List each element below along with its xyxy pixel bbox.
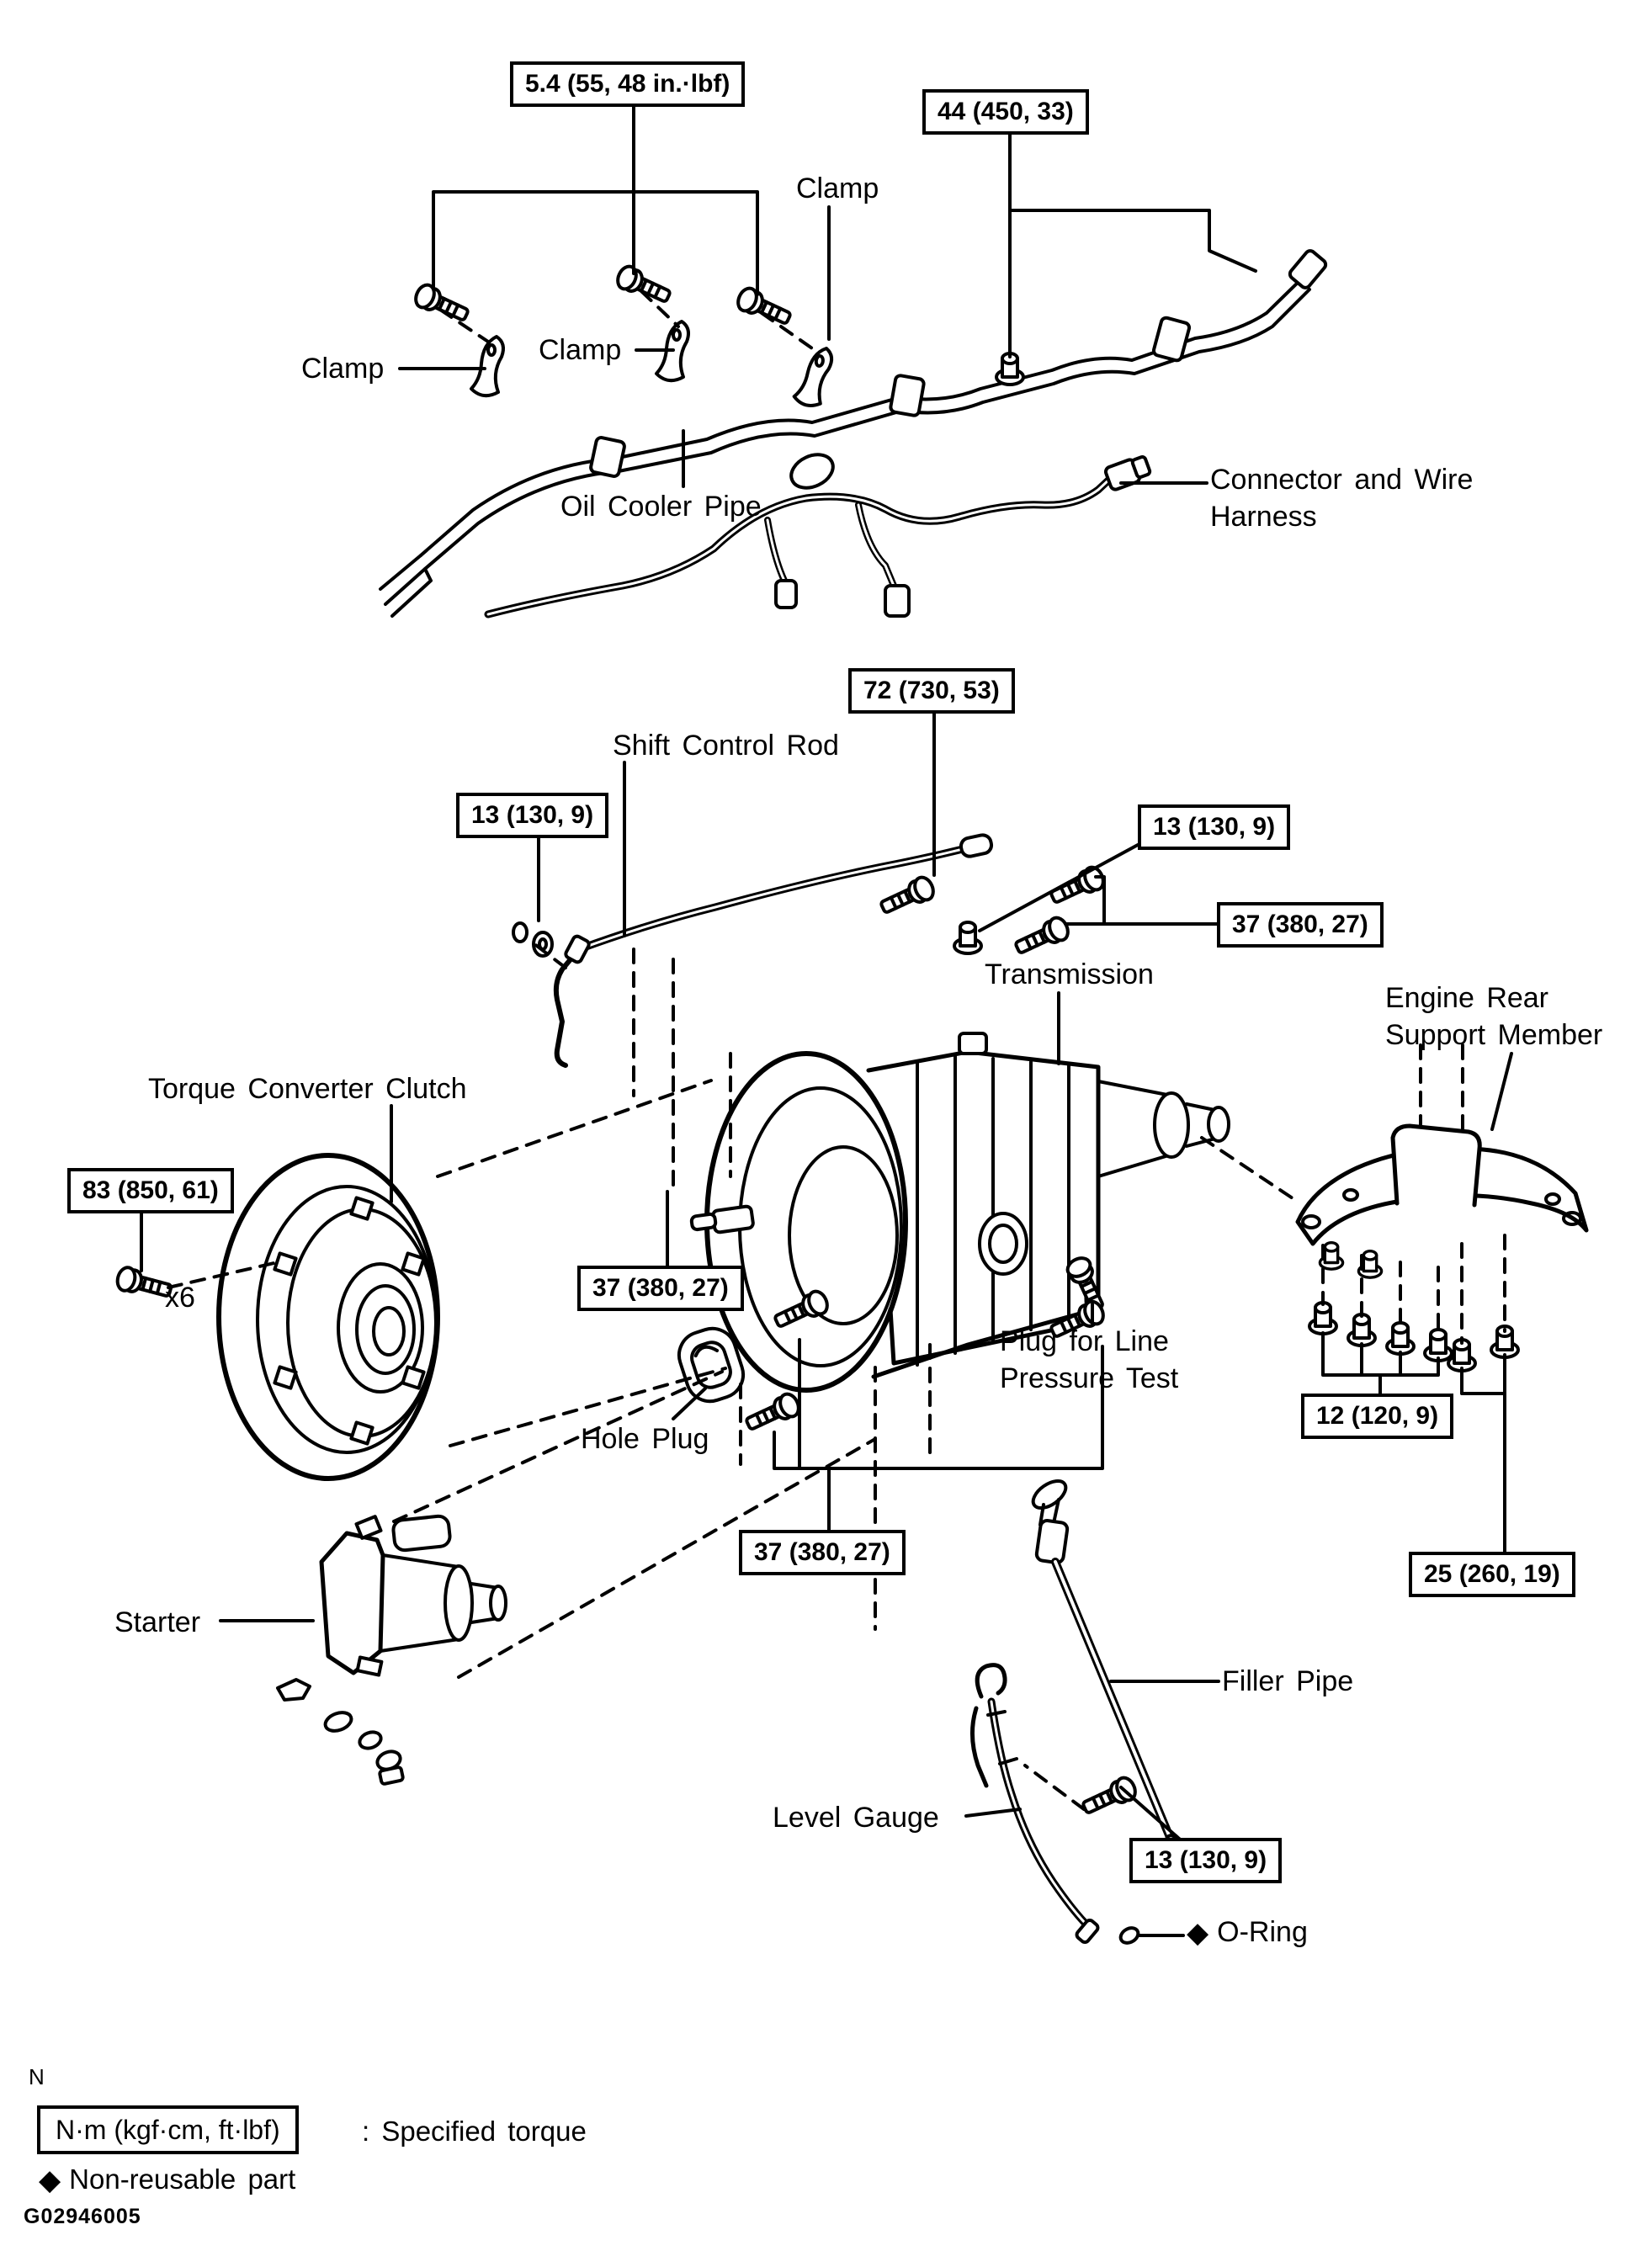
torque-box-13-right: 13 (130, 9): [1138, 804, 1291, 850]
torque-box-oil-pipe-clamps: 5.4 (55, 48 in.·lbf): [510, 61, 746, 107]
o-ring-part: [1118, 1926, 1140, 1945]
torque-box-converter-bolts: 83 (850, 61): [67, 1168, 234, 1213]
label-engine-rear-support-member: Engine Rear Support Member: [1385, 982, 1603, 1052]
dashed-guide-lines: [167, 289, 1506, 1811]
torque-box-37-mid: 37 (380, 27): [577, 1266, 744, 1311]
torque-box-support-nuts: 12 (120, 9): [1301, 1394, 1454, 1439]
starter-art: [276, 1514, 507, 1786]
torque-box-shift-rod-bolt: 72 (730, 53): [848, 668, 1015, 714]
legend-n-marker: N: [29, 2064, 45, 2089]
non-reusable-diamond-icon: ◆: [39, 2164, 61, 2196]
leader-lines: [140, 102, 1513, 1937]
torque-box-13-left: 13 (130, 9): [456, 793, 609, 838]
shift-control-rod-art: [512, 833, 994, 1068]
torque-box-support-bolts: 25 (260, 19): [1409, 1552, 1575, 1597]
label-plug-line-pressure-test: Plug for Line Pressure Test: [1000, 1325, 1179, 1395]
label-torque-converter-clutch: Torque Converter Clutch: [148, 1073, 467, 1105]
label-connector-wire-harness: Connector and Wire Harness: [1210, 464, 1474, 534]
torque-box-oil-pipe-unions: 44 (450, 33): [922, 89, 1089, 135]
legend-non-reusable: ◆Non-reusable part: [39, 2161, 295, 2198]
engine-rear-support-art: [1295, 1123, 1589, 1246]
torque-converter-art: [216, 1153, 440, 1481]
label-oil-cooler-pipe: Oil Cooler Pipe: [560, 491, 762, 523]
label-clamp-left: Clamp: [301, 353, 385, 385]
label-clamp-top: Clamp: [796, 173, 879, 204]
label-x6-count: x6: [165, 1282, 195, 1314]
label-shift-control-rod: Shift Control Rod: [613, 730, 839, 762]
legend-specified-torque: : Specified torque: [362, 2116, 587, 2147]
label-starter: Starter: [114, 1606, 201, 1638]
level-gauge-art: [969, 1663, 1140, 1945]
transmission-art: [689, 1032, 1230, 1393]
oil-cooler-pipe-art: [379, 249, 1328, 618]
non-reusable-diamond-icon: ◆: [1187, 1917, 1209, 1949]
wire-harness-art: [484, 453, 1152, 619]
torque-box-13-bottom: 13 (130, 9): [1129, 1838, 1283, 1883]
figure-code: G02946005: [24, 2205, 141, 2228]
label-clamp-mid: Clamp: [539, 334, 622, 366]
label-level-gauge: Level Gauge: [773, 1802, 939, 1834]
torque-box-37-right: 37 (380, 27): [1217, 902, 1384, 948]
label-o-ring: ◆O-Ring: [1187, 1914, 1308, 1951]
legend-torque-symbol-box: N·m (kgf·cm, ft·lbf): [37, 2105, 299, 2154]
label-filler-pipe: Filler Pipe: [1222, 1665, 1354, 1697]
label-transmission: Transmission: [985, 958, 1154, 990]
label-hole-plug: Hole Plug: [581, 1423, 709, 1455]
torque-box-37-bottom: 37 (380, 27): [739, 1530, 906, 1575]
